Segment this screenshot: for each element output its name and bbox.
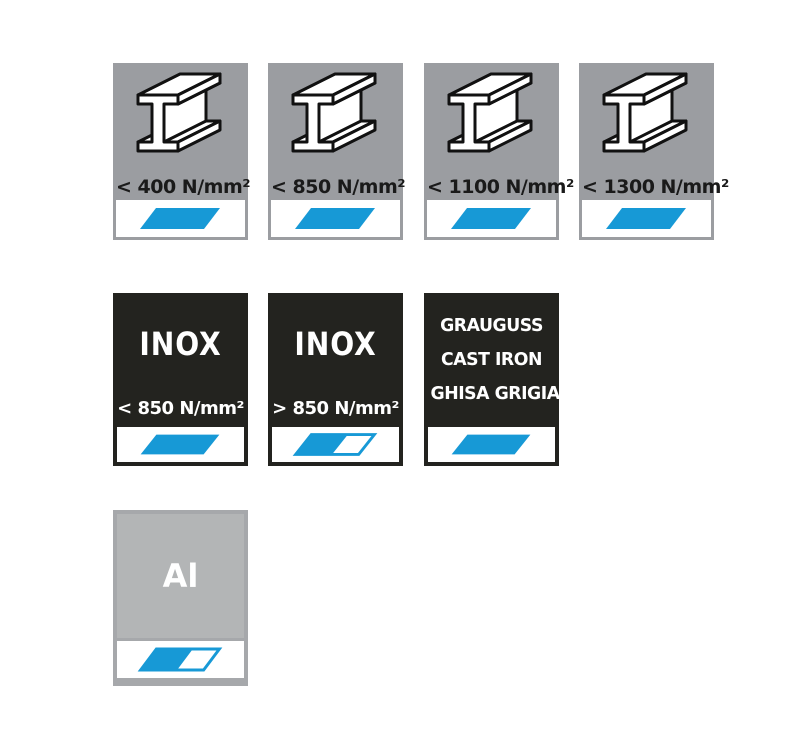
spacer xyxy=(272,363,399,398)
suitability-marker-split xyxy=(292,433,378,456)
tensile-strength-label: < 850 N/mm² xyxy=(271,176,406,198)
ibeam-profile-icon xyxy=(271,66,400,176)
application-strip xyxy=(272,427,399,462)
tensile-strength-label: < 1100 N/mm² xyxy=(427,176,574,198)
inox-title: INOX xyxy=(139,325,222,363)
aluminium-label: Al xyxy=(162,557,199,595)
suitability-marker-solid xyxy=(451,434,531,455)
application-strip xyxy=(117,641,244,678)
application-strip xyxy=(427,200,556,237)
ibeam-profile-icon xyxy=(427,66,556,176)
tensile-strength-label: < 400 N/mm² xyxy=(116,176,251,198)
application-strip xyxy=(582,200,711,237)
ibeam-profile-icon xyxy=(582,66,711,176)
spacer xyxy=(117,363,244,398)
tile-inox-lt850: INOX < 850 N/mm² xyxy=(113,293,248,466)
suitability-marker-split xyxy=(137,647,223,672)
aluminium-body: Al xyxy=(117,514,244,638)
application-strip xyxy=(271,200,400,237)
suitability-marker-solid xyxy=(606,208,686,229)
application-strip xyxy=(116,200,245,237)
application-strip xyxy=(117,427,244,462)
suitability-marker-solid xyxy=(140,434,220,455)
suitability-marker-solid xyxy=(140,208,220,229)
tile-inox-gt850: INOX > 850 N/mm² xyxy=(268,293,403,466)
tile-aluminium: Al xyxy=(113,510,248,686)
tile-steel-lt400: < 400 N/mm² xyxy=(113,63,251,240)
application-strip xyxy=(428,427,555,462)
tile-steel-lt1100: < 1100 N/mm² xyxy=(424,63,574,240)
ibeam-profile-icon xyxy=(116,66,245,176)
tile-cast-iron: GRAUGUSS CAST IRON GHISA GRIGIA xyxy=(424,293,561,466)
cast-iron-line-en: CAST IRON xyxy=(441,349,542,370)
suitability-marker-solid xyxy=(451,208,531,229)
cast-iron-line-it: GHISA GRIGIA xyxy=(430,383,561,404)
tensile-strength-label: > 850 N/mm² xyxy=(272,398,399,419)
inox-title: INOX xyxy=(294,325,377,363)
tile-steel-lt1300: < 1300 N/mm² xyxy=(579,63,729,240)
tensile-strength-label: < 850 N/mm² xyxy=(117,398,244,419)
tensile-strength-label: < 1300 N/mm² xyxy=(582,176,729,198)
cast-iron-line-de: GRAUGUSS xyxy=(440,315,543,336)
spacer xyxy=(428,405,555,427)
tile-steel-lt850: < 850 N/mm² xyxy=(268,63,406,240)
suitability-marker-solid xyxy=(295,208,375,229)
cast-iron-labels: GRAUGUSS CAST IRON GHISA GRIGIA xyxy=(428,315,561,405)
